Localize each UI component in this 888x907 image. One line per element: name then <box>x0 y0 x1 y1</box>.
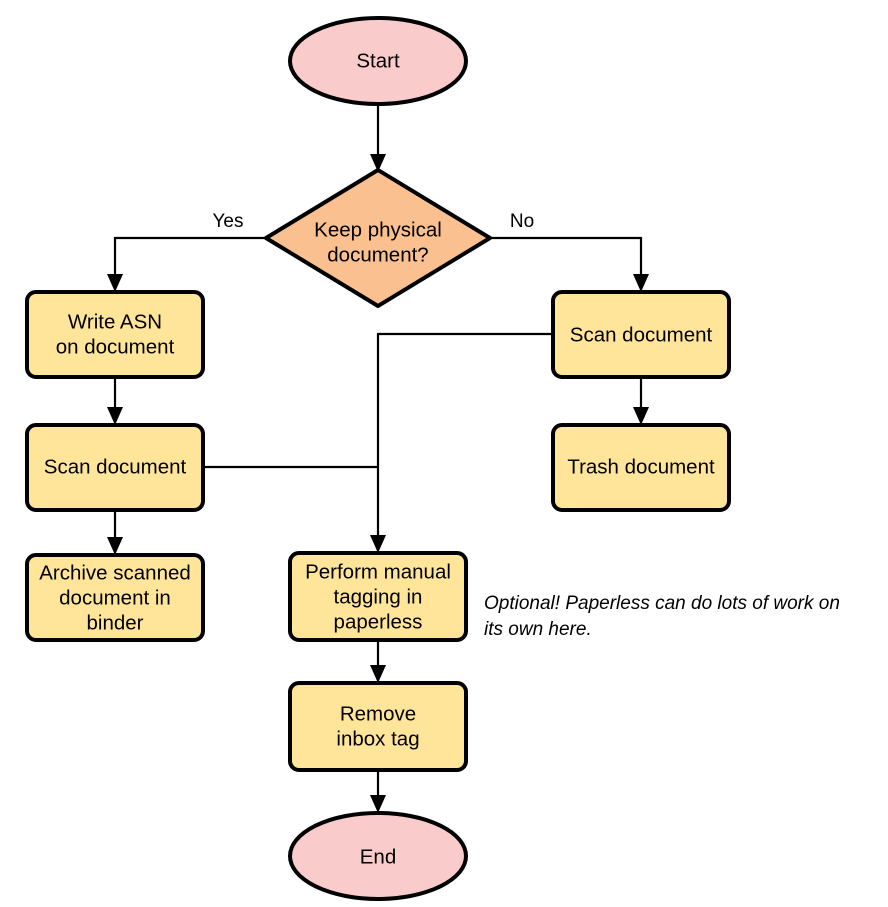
node-scan-left[interactable]: Scan document <box>25 423 205 512</box>
node-decision[interactable]: Keep physical document? <box>264 168 492 308</box>
remove-inbox-tag-box[interactable] <box>288 681 468 772</box>
edge-labels-layer: Yes No <box>213 211 535 232</box>
edge-decision-no <box>490 236 649 292</box>
node-scan-right[interactable]: Scan document <box>551 290 731 379</box>
node-write-asn[interactable]: Write ASN on document <box>25 290 205 379</box>
arrow-head-icon <box>107 407 123 425</box>
optional-note-line-1: Optional! Paperless can do lots of work … <box>484 593 840 614</box>
scan-left-label: Scan document <box>44 455 187 478</box>
manual-tagging-label-line-3: paperless <box>334 610 423 633</box>
arrow-head-icon <box>370 535 386 553</box>
decision-diamond[interactable] <box>264 168 492 308</box>
end-label: End <box>360 845 396 868</box>
scan-right-label: Scan document <box>570 323 713 346</box>
node-manual-tagging[interactable]: Perform manual tagging in paperless <box>288 551 468 642</box>
edge-label-no: No <box>510 211 534 232</box>
edge-path <box>376 332 553 544</box>
trash-box[interactable] <box>551 423 731 512</box>
scan-right-box[interactable] <box>551 290 731 379</box>
decision-label-line-2: document? <box>327 243 428 266</box>
node-trash[interactable]: Trash document <box>551 423 731 512</box>
arrow-head-icon <box>107 537 123 555</box>
archive-label-line-1: Archive scanned <box>39 561 191 584</box>
arrow-head-icon <box>633 407 649 425</box>
edge-label-yes: Yes <box>213 211 244 232</box>
scan-left-box[interactable] <box>25 423 205 512</box>
edge-writeasn-to-scanleft <box>107 377 123 425</box>
edge-remove-to-end <box>370 770 386 813</box>
edge-start-to-decision <box>370 104 386 172</box>
edge-path <box>113 236 266 283</box>
manual-tagging-label-line-2: tagging in <box>334 585 423 608</box>
write-asn-box[interactable] <box>25 290 205 379</box>
edge-decision-yes <box>107 236 266 292</box>
archive-label-line-3: binder <box>87 611 144 634</box>
trash-label: Trash document <box>567 455 715 478</box>
arrow-head-icon <box>370 795 386 813</box>
arrow-head-icon <box>370 154 386 172</box>
write-asn-label-line-2: on document <box>56 335 175 358</box>
node-end[interactable]: End <box>288 811 468 901</box>
archive-box[interactable] <box>25 553 205 642</box>
edge-scanright-to-trash <box>633 377 649 425</box>
start-label: Start <box>356 49 400 72</box>
nodes-layer: Start Keep physical document? Write ASN … <box>25 16 731 901</box>
node-start[interactable]: Start <box>288 16 468 106</box>
arrow-head-icon <box>633 274 649 292</box>
remove-inbox-tag-label-line-1: Remove <box>340 702 416 725</box>
node-archive[interactable]: Archive scanned document in binder <box>25 553 205 642</box>
arrow-head-icon <box>370 665 386 683</box>
remove-inbox-tag-label-line-2: inbox tag <box>336 727 419 750</box>
edge-scanright-to-tagging <box>370 332 553 553</box>
decision-label-line-1: Keep physical <box>314 218 442 241</box>
optional-note-line-2: its own here. <box>484 619 592 640</box>
archive-label-line-2: document in <box>59 586 171 609</box>
edge-scanleft-to-archive <box>107 510 123 555</box>
write-asn-label-line-1: Write ASN <box>68 310 162 333</box>
manual-tagging-box[interactable] <box>288 551 468 642</box>
node-remove-inbox-tag[interactable]: Remove inbox tag <box>288 681 468 772</box>
edge-tagging-to-remove <box>370 640 386 683</box>
manual-tagging-label-line-1: Perform manual <box>305 560 451 583</box>
arrow-head-icon <box>107 274 123 292</box>
edge-path <box>490 236 643 283</box>
annotation-optional-note: Optional! Paperless can do lots of work … <box>484 593 840 640</box>
end-ellipse[interactable] <box>288 811 468 901</box>
edges-layer <box>107 104 649 813</box>
start-ellipse[interactable] <box>288 16 468 106</box>
